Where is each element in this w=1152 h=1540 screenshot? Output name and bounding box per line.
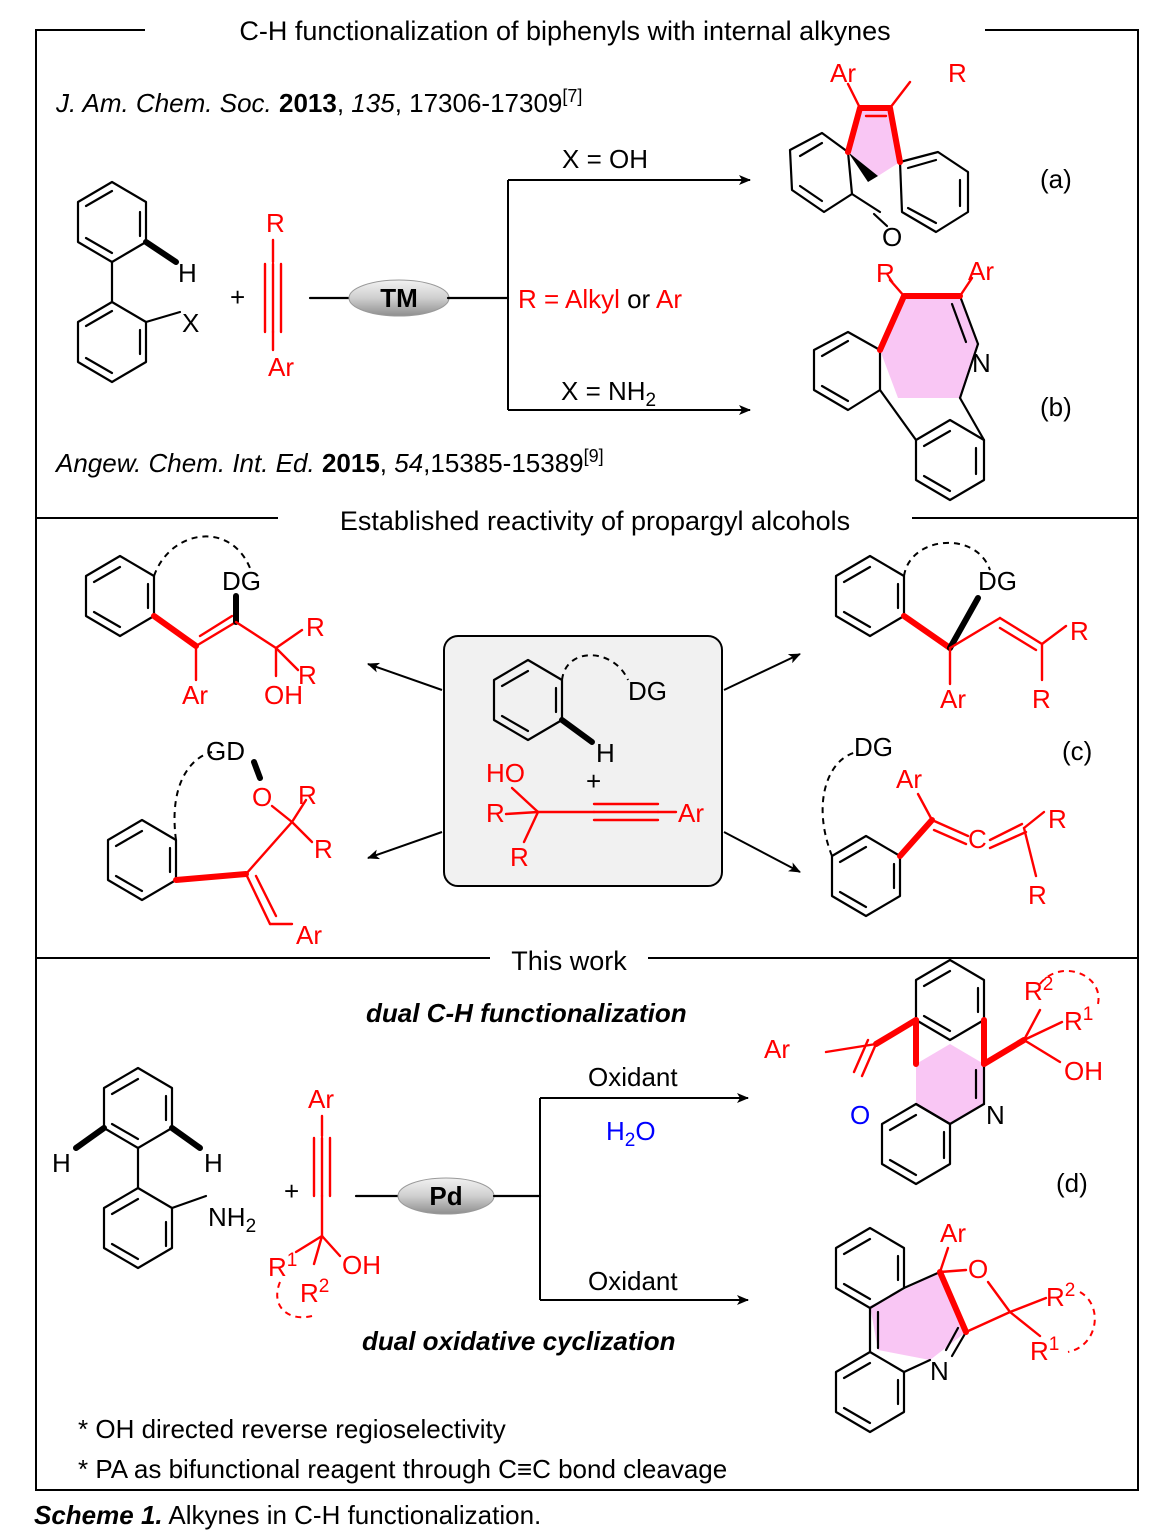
svg-text:R: R	[1048, 804, 1067, 834]
svg-text:Ar: Ar	[830, 58, 856, 88]
product-oh-directed-bottom-left: GD O R R Ar	[106, 736, 333, 950]
product-allene-bottom-right: DG Ar C R R	[821, 732, 1067, 918]
product-d-phenanthridine: N Ar O R2 R1 OH	[764, 958, 1103, 1186]
svg-text:C: C	[968, 824, 987, 854]
center-reactants-box: DG H + HO R R Ar	[443, 635, 723, 887]
svg-text:N: N	[986, 1100, 1005, 1130]
condition-x-nh2: X = NH2	[561, 376, 656, 411]
svg-text:R: R	[1028, 880, 1047, 910]
oxidant-label-2: Oxidant	[588, 1266, 678, 1296]
svg-text:R: R	[1032, 684, 1051, 714]
h-label: H	[178, 258, 197, 288]
svg-text:Pd: Pd	[429, 1181, 462, 1211]
svg-text:R: R	[948, 58, 967, 88]
svg-text:O: O	[252, 782, 272, 812]
svg-text:DG: DG	[854, 732, 893, 762]
svg-text:OH: OH	[264, 680, 303, 710]
reference-1: J. Am. Chem. Soc. 2013, 135, 17306-17309…	[55, 86, 582, 118]
svg-text:R: R	[306, 612, 325, 642]
scheme-caption: Scheme 1. Alkynes in C-H functionalizati…	[34, 1500, 541, 1530]
condition-r-alkyl-or-ar: R = Alkyl or Ar	[518, 284, 682, 314]
water-label: H2O	[606, 1116, 656, 1151]
svg-text:Ar: Ar	[940, 1218, 966, 1248]
svg-text:R1: R1	[268, 1250, 297, 1282]
svg-text:+: +	[586, 766, 601, 796]
svg-text:N: N	[930, 1356, 949, 1386]
svg-text:OH: OH	[342, 1250, 381, 1280]
oxidant-label-1: Oxidant	[588, 1062, 678, 1092]
svg-text:H: H	[52, 1148, 71, 1178]
svg-text:O: O	[882, 222, 902, 252]
svg-text:TM: TM	[380, 283, 418, 313]
internal-alkyne: R Ar	[263, 208, 294, 382]
svg-text:DG: DG	[978, 566, 1017, 596]
propargyl-alcohol: Ar R1 R2 OH	[268, 1084, 381, 1319]
svg-text:R: R	[876, 258, 895, 288]
label-d: (d)	[1056, 1168, 1088, 1198]
svg-text:Ar: Ar	[968, 256, 994, 286]
svg-text:R1: R1	[1030, 1334, 1059, 1366]
biphenyl-substrate-1: H X	[76, 180, 199, 384]
svg-text:R: R	[314, 834, 333, 864]
svg-text:NH2: NH2	[208, 1202, 256, 1237]
svg-text:Ar: Ar	[296, 920, 322, 950]
product-a-spiro: O Ar R	[788, 58, 970, 252]
svg-text:R: R	[1070, 616, 1089, 646]
svg-text:HO: HO	[486, 758, 525, 788]
svg-text:Ar: Ar	[896, 764, 922, 794]
note-2: * PA as bifunctional reagent through C≡C…	[78, 1454, 727, 1484]
note-1: * OH directed reverse regioselectivity	[78, 1414, 506, 1444]
svg-text:Ar: Ar	[268, 352, 294, 382]
reference-2: Angew. Chem. Int. Ed. 2015, 54,15385-153…	[54, 446, 604, 478]
svg-text:R2: R2	[1024, 974, 1053, 1006]
svg-text:GD: GD	[206, 736, 245, 766]
svg-text:Ar: Ar	[764, 1034, 790, 1064]
svg-text:O: O	[850, 1100, 870, 1130]
svg-text:R2: R2	[300, 1276, 329, 1308]
svg-text:Ar: Ar	[678, 798, 704, 828]
svg-text:H: H	[204, 1148, 223, 1178]
svg-text:Ar: Ar	[308, 1084, 334, 1114]
svg-text:DG: DG	[628, 676, 667, 706]
svg-text:R1: R1	[1064, 1004, 1093, 1036]
svg-text:DG: DG	[222, 566, 261, 596]
svg-text:Ar: Ar	[182, 680, 208, 710]
section-frames	[35, 29, 1139, 1491]
x-label: X	[182, 308, 199, 338]
product-b-azepine: N R Ar	[812, 256, 994, 502]
aminobiphenyl-substrate: H H NH2	[52, 1066, 256, 1270]
svg-text:R: R	[510, 842, 529, 872]
product-alkenylation-top-left: DG R R OH Ar	[84, 535, 325, 710]
section-title-3: This work	[511, 946, 627, 976]
dual-oxidative-cyclization: dual oxidative cyclization	[362, 1326, 676, 1356]
svg-text:N: N	[972, 348, 991, 378]
product-allylation-top-right: DG Ar R R	[834, 541, 1089, 714]
label-b: (b)	[1040, 392, 1072, 422]
condition-x-oh: X = OH	[562, 144, 648, 174]
svg-text:R: R	[266, 208, 285, 238]
tm-catalyst-badge: TM	[348, 279, 450, 317]
svg-text:H: H	[596, 738, 615, 768]
plus-sign: +	[230, 282, 245, 312]
pd-catalyst-badge: Pd	[397, 1177, 495, 1215]
svg-text:O: O	[968, 1254, 988, 1284]
svg-text:R: R	[298, 660, 317, 690]
svg-text:R: R	[298, 780, 317, 810]
label-c: (c)	[1062, 736, 1092, 766]
section-title-2: Established reactivity of propargyl alco…	[340, 506, 850, 536]
section-title-1: C-H functionalization of biphenyls with …	[239, 16, 890, 46]
svg-text:R: R	[486, 798, 505, 828]
dual-ch-functionalization: dual C-H functionalization	[366, 998, 687, 1028]
product-d-oxetane-azepine: N O Ar R2 R1	[834, 1218, 1096, 1434]
label-a: (a)	[1040, 164, 1072, 194]
svg-text:OH: OH	[1064, 1056, 1103, 1086]
svg-text:R2: R2	[1046, 1280, 1075, 1312]
svg-text:Ar: Ar	[940, 684, 966, 714]
plus-sign-2: +	[284, 1176, 299, 1206]
